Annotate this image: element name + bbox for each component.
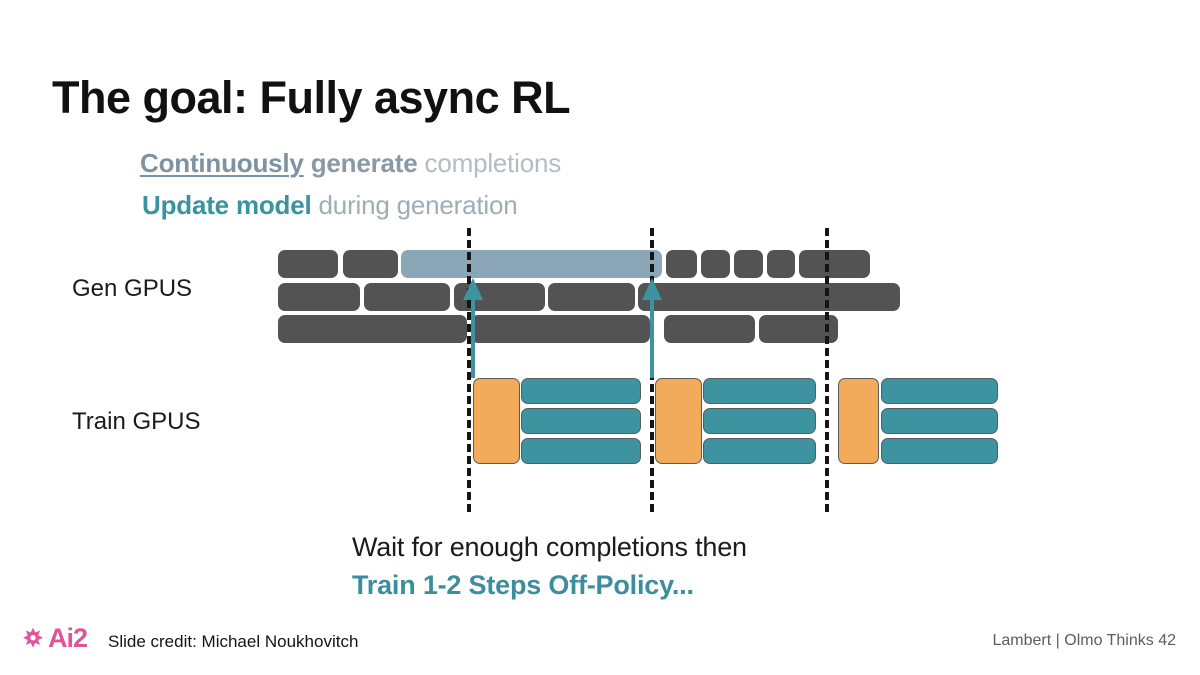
gen-gpu-block-dark-r1-0 [278,283,360,311]
caption-wait-for-completions: Wait for enough completions then [352,532,747,562]
train-gpu-block-teal-r0-1 [521,378,641,404]
gen-gpu-block-dark-r2-0 [278,315,467,343]
row-label-train-gpus: Train GPUS [72,408,201,435]
train-gpu-block-orange-r0-0 [473,378,520,464]
update-arrow-2 [642,278,662,378]
gen-gpu-block-dark-r2-1 [471,315,650,343]
gen-gpu-block-highlight-r0-2 [401,250,662,278]
row-label-gen-gpus: Gen GPUS [72,275,193,302]
subtitle-1-part-completions: completions [424,148,562,178]
gen-gpu-block-dark-r0-5 [734,250,763,278]
gen-gpu-block-dark-r0-7 [799,250,870,278]
train-gpu-block-teal-r2-2 [881,438,998,464]
gen-gpu-block-dark-r0-6 [767,250,795,278]
train-gpu-block-orange-r0-4 [838,378,879,464]
subtitle-2-part-update-model: Update model [142,190,312,220]
subtitle-2-part-during-generation: during generation [318,190,518,220]
ai2-logo-text: Ai2 [48,623,88,653]
subtitle-line-2: Update model during generation [142,190,518,221]
gen-gpu-block-dark-r1-4 [638,283,900,311]
ai2-logo: Ai2 [20,623,88,653]
gen-gpu-block-dark-r1-1 [364,283,450,311]
subtitle-1-part-generate: generate [310,148,418,178]
gen-gpu-block-dark-r0-0 [278,250,338,278]
train-gpu-block-teal-r0-3 [703,378,816,404]
train-gpu-block-teal-r1-0 [521,408,641,434]
train-gpu-block-teal-r2-1 [703,438,816,464]
dashed-guide-line-1 [467,228,471,512]
slide-credit-text: Slide credit: Michael Noukhovitch [108,632,359,651]
page-title: The goal: Fully async RL [52,72,571,123]
sparkle-icon [20,626,46,652]
subtitle-line-1: Continuously generate completions [140,148,561,179]
gen-gpu-block-dark-r2-2 [664,315,755,343]
train-gpu-block-teal-r1-2 [881,408,998,434]
gen-gpu-block-dark-r2-3 [759,315,838,343]
train-gpu-block-orange-r0-2 [655,378,702,464]
gen-gpu-block-dark-r0-4 [701,250,730,278]
caption-train-off-policy: Train 1-2 Steps Off-Policy... [352,570,694,600]
gen-gpu-block-dark-r0-1 [343,250,398,278]
train-gpu-block-teal-r0-5 [881,378,998,404]
train-gpu-block-teal-r1-1 [703,408,816,434]
dashed-guide-line-3 [825,228,829,512]
gen-gpu-block-dark-r1-3 [548,283,635,311]
subtitle-1-part-continuously: Continuously [140,148,304,178]
footer-attribution: Lambert | Olmo Thinks 42 [992,632,1177,649]
update-arrow-1 [463,278,483,378]
train-gpu-block-teal-r2-0 [521,438,641,464]
gen-gpu-block-dark-r0-3 [666,250,697,278]
